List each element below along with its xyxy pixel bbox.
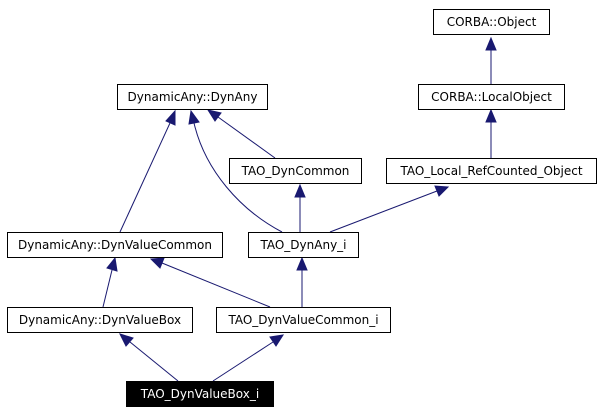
- edge-dynvaluecommon-to-dynany: [119, 109, 176, 233]
- node-box: [7, 232, 223, 258]
- node-box: [117, 84, 268, 110]
- node-box: [418, 84, 565, 110]
- node-label: TAO_DynCommon: [241, 164, 350, 178]
- arrowhead: [485, 108, 497, 123]
- node-tao-dynvaluecommon-i[interactable]: TAO_DynValueCommon_i: [216, 307, 391, 333]
- node-tao-dynvaluebox-i[interactable]: TAO_DynValueBox_i: [126, 381, 274, 407]
- node-box: [216, 307, 391, 333]
- arrowhead: [149, 257, 165, 269]
- node-box: [229, 158, 362, 184]
- node-label: TAO_DynValueBox_i: [140, 387, 259, 401]
- arrowhead: [188, 109, 200, 125]
- edge-dynany-i-to-dyncommon: [294, 183, 306, 232]
- node-tao-dynany-i[interactable]: TAO_DynAny_i: [248, 232, 359, 258]
- node-dynamicany-dynany[interactable]: DynamicAny::DynAny: [117, 84, 268, 110]
- arrowhead: [296, 256, 308, 271]
- node-tao-local-refcounted-object[interactable]: TAO_Local_RefCounted_Object: [386, 158, 597, 184]
- arrowhead: [106, 256, 118, 272]
- edge-dynvaluecommon-i-to-dynany-i: [296, 256, 308, 307]
- arrowhead: [269, 334, 285, 347]
- node-box: [7, 307, 193, 333]
- arrowhead: [119, 333, 134, 347]
- node-corba-localobject[interactable]: CORBA::LocalObject: [418, 84, 565, 110]
- node-box: [433, 9, 550, 35]
- edge-dynvaluebox-to-dynvaluecommon: [102, 256, 118, 308]
- arrowhead: [485, 36, 497, 51]
- node-label: DynamicAny::DynValueBox: [19, 313, 181, 327]
- node-label: TAO_Local_RefCounted_Object: [399, 164, 582, 178]
- edge-dynany-i-to-refcounted: [329, 185, 450, 233]
- node-corba-object[interactable]: CORBA::Object: [433, 9, 550, 35]
- node-label: CORBA::LocalObject: [431, 90, 552, 104]
- edge-dynvaluebox-i-to-dynvaluecommon-i: [212, 334, 285, 382]
- edge-dyncommon-to-dynany: [206, 109, 276, 159]
- node-box: [386, 158, 597, 184]
- node-box-highlighted: [126, 381, 274, 407]
- edges: [102, 36, 497, 382]
- nodes: CORBA::Object CORBA::LocalObject Dynamic…: [7, 9, 597, 407]
- node-label: CORBA::Object: [447, 15, 537, 29]
- node-label: DynamicAny::DynAny: [128, 90, 258, 104]
- edge-localobject-to-object: [485, 36, 497, 84]
- arrowhead: [294, 183, 306, 198]
- node-dynamicany-dynvaluecommon[interactable]: DynamicAny::DynValueCommon: [7, 232, 223, 258]
- node-box: [248, 232, 359, 258]
- edge-dynany-i-to-dynany: [188, 109, 283, 233]
- arrowhead: [206, 109, 222, 122]
- edge-dynvaluebox-i-to-dynvaluebox: [119, 333, 179, 382]
- arrowhead: [165, 109, 176, 126]
- edge-dynvaluecommon-i-to-dynvaluecommon: [149, 257, 271, 308]
- node-tao-dyncommon[interactable]: TAO_DynCommon: [229, 158, 362, 184]
- arrowhead: [434, 185, 450, 197]
- node-label: TAO_DynAny_i: [259, 238, 346, 252]
- node-dynamicany-dynvaluebox[interactable]: DynamicAny::DynValueBox: [7, 307, 193, 333]
- node-label: TAO_DynValueCommon_i: [227, 313, 378, 327]
- edge-refcounted-to-localobject: [485, 108, 497, 158]
- node-label: DynamicAny::DynValueCommon: [18, 238, 212, 252]
